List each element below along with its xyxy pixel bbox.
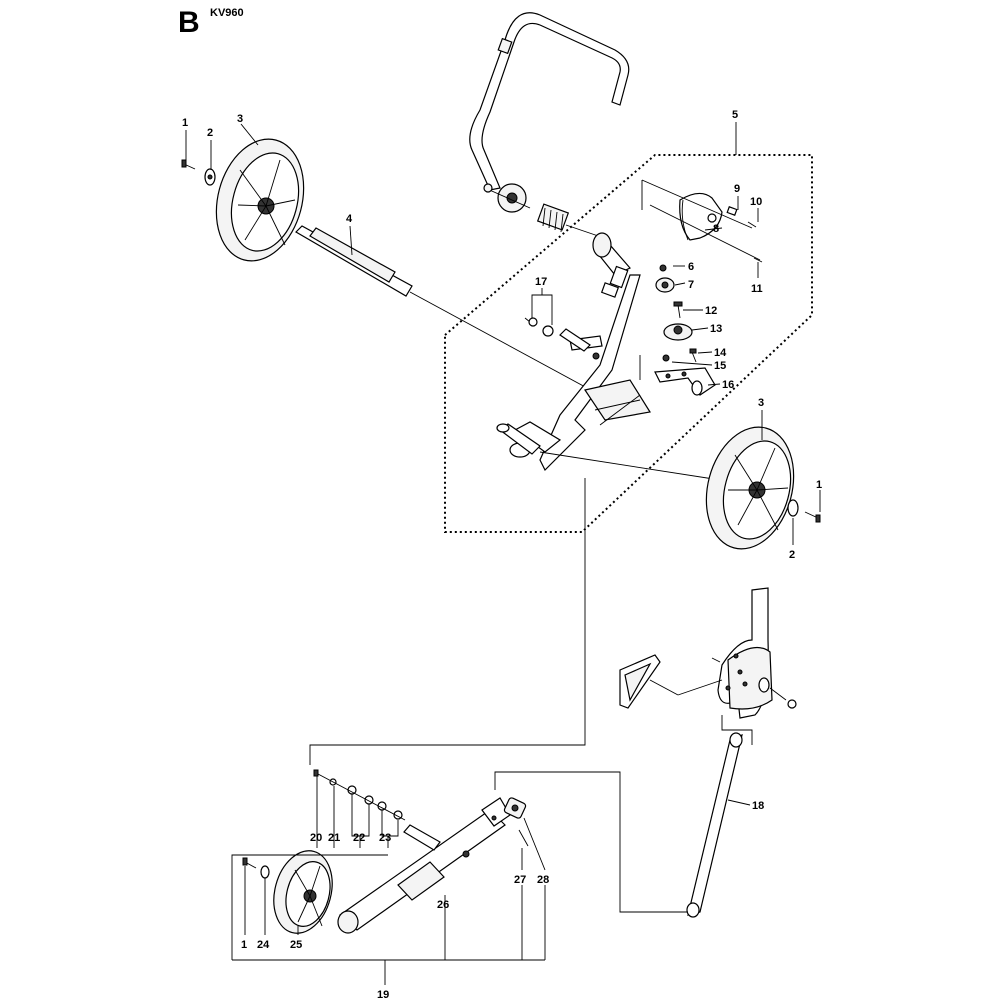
- washer-2-left: [204, 168, 216, 186]
- model-label: KV960: [210, 7, 244, 19]
- pin-17: [524, 317, 591, 352]
- callout-2-top-left: 2: [207, 127, 213, 139]
- pivot-tube-26: [337, 797, 511, 934]
- washer-24: [260, 865, 270, 879]
- section-letter: B: [178, 6, 200, 39]
- callout-5: 5: [732, 109, 738, 121]
- bolt-1-right: [804, 511, 821, 523]
- wheel-left-3: [215, 138, 305, 262]
- callout-2-right: 2: [789, 549, 795, 561]
- bolt-1-left: [181, 159, 196, 170]
- callout-18: 18: [752, 800, 764, 812]
- callout-16: 16: [722, 379, 734, 391]
- callout-20: 20: [310, 832, 322, 844]
- callout-19: 19: [377, 989, 389, 1000]
- callout-8: 8: [713, 223, 719, 235]
- callout-23: 23: [379, 832, 391, 844]
- callout-7: 7: [688, 279, 694, 291]
- handle-gear: [483, 183, 531, 213]
- handle-bar: [469, 12, 630, 191]
- callout-25: 25: [290, 939, 302, 951]
- callout-3-top-left: 3: [237, 113, 243, 125]
- callout-9: 9: [734, 183, 740, 195]
- lever-link-line: [494, 771, 688, 913]
- connector-line-lower: [309, 478, 586, 765]
- callout-28: 28: [537, 874, 549, 886]
- callout-1-right: 1: [816, 479, 822, 491]
- callout-13: 13: [710, 323, 722, 335]
- callout-6: 6: [688, 261, 694, 273]
- lever-connector: [721, 715, 753, 745]
- bolt-12: [677, 304, 681, 319]
- callout-14: 14: [714, 347, 727, 359]
- screw-20: [313, 769, 319, 777]
- bolt-1-lower: [242, 857, 257, 869]
- callout-11: 11: [751, 283, 763, 295]
- bolt-10: [747, 221, 757, 228]
- washer-6: [659, 264, 667, 272]
- callout-3-right: 3: [758, 397, 764, 409]
- callout-15: 15: [714, 360, 726, 372]
- callout-21: 21: [328, 832, 340, 844]
- washer-15: [662, 354, 670, 362]
- callout-17: 17: [535, 276, 547, 288]
- spring: [536, 203, 570, 233]
- guard-plate-8: [679, 192, 723, 241]
- knob-13: [663, 323, 693, 341]
- wheel-25: [273, 850, 333, 934]
- callout-24: 24: [257, 939, 270, 951]
- callout-22: 22: [353, 832, 365, 844]
- washer-2-right: [787, 499, 799, 517]
- axle-4: [295, 225, 413, 297]
- knob-28: [503, 797, 527, 819]
- pin-27: [518, 829, 529, 847]
- callout-27: 27: [514, 874, 526, 886]
- assembly-boundary-5: [444, 154, 813, 533]
- bushing-9: [726, 206, 738, 216]
- bolt-14: [691, 351, 697, 363]
- callout-1-lower: 1: [241, 939, 247, 951]
- lever-arm-18: [686, 732, 743, 918]
- callout-1-top-left: 1: [182, 117, 188, 129]
- triangle-bracket: [619, 654, 661, 709]
- wheel-right-3: [705, 426, 795, 550]
- bolt-11: [753, 257, 763, 263]
- frame: [496, 232, 721, 481]
- callout-26: 26: [437, 899, 449, 911]
- callout-12: 12: [705, 305, 717, 317]
- callout-10: 10: [750, 196, 762, 208]
- bracket-16: [654, 367, 716, 396]
- callout-4: 4: [346, 213, 353, 225]
- lever-plate-assembly: [711, 587, 797, 719]
